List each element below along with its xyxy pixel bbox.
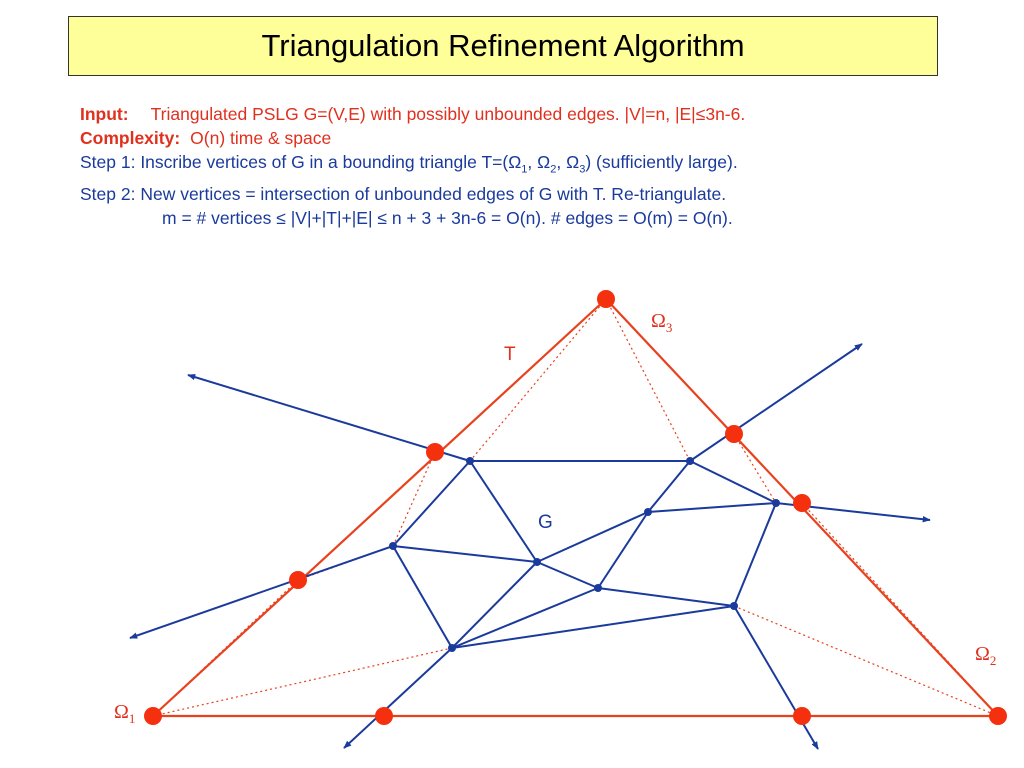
graph-edge [689,460,777,504]
graph-vertex [466,457,474,465]
omega1-symbol: Ω [114,701,129,723]
omega3-sub: 3 [666,320,673,335]
graph-edge [733,502,777,607]
unbounded-edge-left [129,545,394,639]
title-box: Triangulation Refinement Algorithm [68,16,938,76]
omega2-symbol: Ω [975,643,990,665]
omega3-vertex [597,290,615,308]
graph-edge [647,502,777,513]
omega3-symbol: Ω [651,310,666,332]
step2-detail-line: m = # vertices ≤ |V|+|T|+|E| ≤ n + 3 + 3… [80,206,1000,230]
step2-line: Step 2: New vertices = intersection of u… [80,182,1000,206]
complexity-text: O(n) time & space [190,128,332,148]
graph-vertex [448,644,456,652]
graph-edge [597,511,649,589]
intersection-vertex [725,425,743,443]
label-g: G [538,512,553,533]
label-omega1: Ω1 [114,701,135,726]
graph-vertex [686,457,694,465]
graph-edge [451,561,538,649]
omega1-sub: 1 [129,711,136,726]
omega2-vertex [989,707,1007,725]
graph-edge [647,460,691,513]
graph-edge [392,545,538,563]
dotted-edge [605,298,691,462]
step1-sub1: 1 [521,163,528,176]
intersection-vertex [793,707,811,725]
intersection-vertex [793,494,811,512]
input-line: Input: Triangulated PSLG G=(V,E) with pos… [80,102,1000,126]
step1-line: Step 1: Inscribe vertices of G in a boun… [80,150,1000,182]
graph-vertex [730,602,738,610]
triangle-edge-left [152,298,607,717]
input-label: Input: [80,104,129,124]
dotted-edge [392,451,436,547]
dotted-edge [801,502,999,717]
graph-edge [451,587,599,649]
graph-vertex [594,584,602,592]
label-omega2: Ω2 [975,643,996,668]
intersection-vertex [289,571,307,589]
step1-omega1: Ω [508,152,522,172]
step1-sep2: , [556,152,567,172]
graph-vertex [389,542,397,550]
step1-sep1: , [527,152,538,172]
step2-text: Step 2: New vertices = intersection of u… [80,183,727,204]
triangle-vertices [144,290,1007,725]
intersection-vertex [426,443,444,461]
graph-edge [536,561,599,589]
label-omega3: Ω3 [651,310,672,335]
step1-omega3: Ω [566,152,580,172]
step1-before: Step 1: Inscribe vertices of G in a boun… [80,152,509,172]
graph-edge [392,545,453,649]
graph-edge [392,460,471,547]
graph-vertex [772,499,780,507]
dotted-edge [152,579,299,717]
step1-sub3: 3 [579,163,586,176]
unbounded-edge-lower-right [733,605,819,750]
dotted-edge [733,605,999,717]
dotted-edge [152,647,453,717]
text-block: Input: Triangulated PSLG G=(V,E) with pos… [80,102,1000,230]
graph-edge [469,460,538,563]
dotted-edge [733,433,777,504]
graph-edge [597,587,735,607]
dotted-edge [469,298,607,462]
unbounded-edge-upper-right [689,343,863,462]
input-text: Triangulated PSLG G=(V,E) with possibly … [150,104,746,124]
graph-vertex [644,508,652,516]
graph-g [129,343,931,750]
omega2-sub: 2 [990,653,997,668]
graph-edge [451,605,735,649]
complexity-label: Complexity: [80,128,181,148]
unbounded-edge-upper-left [187,374,471,462]
step1-after: ) (sufficiently large). [585,152,738,172]
bounding-triangle [152,298,999,718]
slide-title: Triangulation Refinement Algorithm [261,28,745,63]
unbounded-edge-lower-left [343,647,453,749]
graph-vertex [533,558,541,566]
step1-omega2: Ω [537,152,551,172]
retriangulation-edges [152,298,999,717]
graph-edge [536,511,649,563]
complexity-line: Complexity: O(n) time & space [80,126,1000,150]
step2-detail: m = # vertices ≤ |V|+|T|+|E| ≤ n + 3 + 3… [162,207,733,228]
graph-vertices [389,457,780,652]
omega1-vertex [144,707,162,725]
step1-sub2: 2 [550,163,557,176]
intersection-vertex [375,707,393,725]
label-t: T [504,344,516,365]
